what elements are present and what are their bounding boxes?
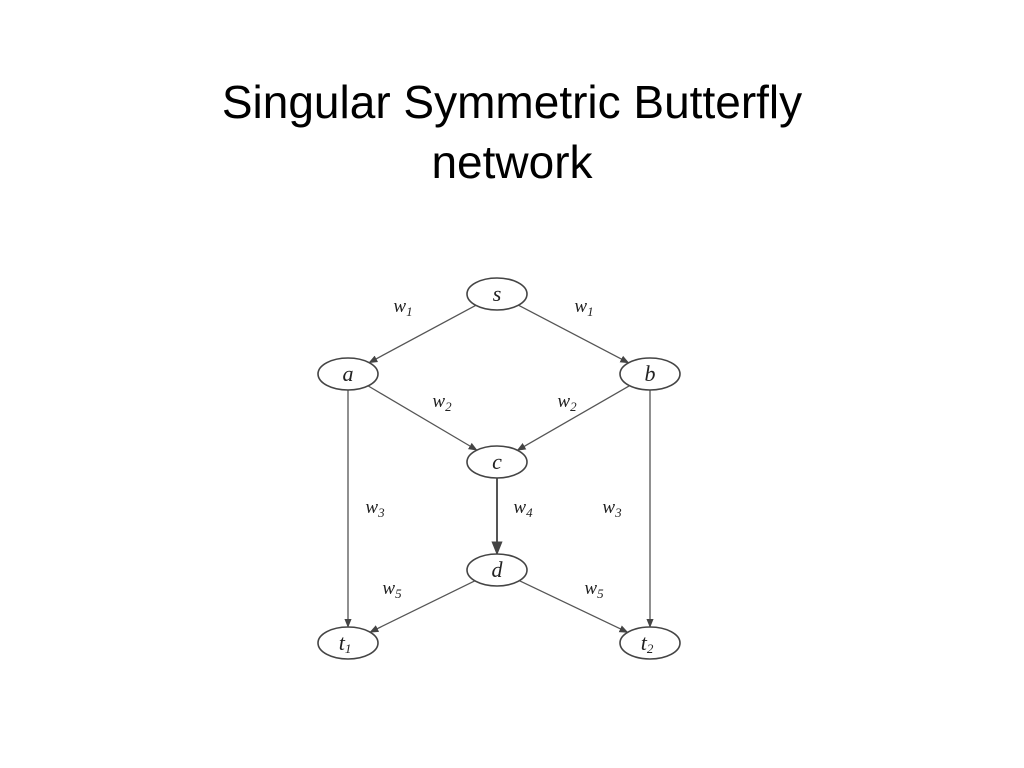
title-line-1: Singular Symmetric Butterfly [221, 76, 803, 128]
edge-s-b [518, 304, 630, 364]
edge-label-d-t2: w5 [584, 578, 604, 601]
edge-label-s-a: w1 [393, 296, 412, 319]
node-b-label: b [645, 361, 656, 386]
node-s-shape [466, 277, 528, 311]
node-t2-shape [619, 626, 681, 660]
edge-d-t2 [519, 580, 629, 633]
butterfly-network-diagram: s a b c d t1 t2 w1 w1 w2 w2 w3 w3 w4 w5 w5 [317, 277, 681, 660]
node-c: c [466, 445, 528, 479]
edge-b-c [516, 385, 630, 451]
node-a-shape [317, 357, 379, 391]
node-b: b [619, 357, 681, 391]
node-c-shape [466, 445, 528, 479]
edge-label-b-c: w2 [557, 391, 577, 414]
node-t1: t1 [317, 626, 379, 660]
node-s: s [466, 277, 528, 311]
nodes-layer: s a b c d t1 t2 [317, 277, 681, 660]
node-d-label: d [492, 557, 504, 582]
node-c-label: c [492, 449, 502, 474]
edges-layer [344, 304, 654, 633]
edge-s-a [368, 304, 477, 364]
node-s-label: s [493, 281, 502, 306]
slide-title: Singular Symmetric Butterfly network [0, 72, 1024, 192]
node-a-label: a [343, 361, 354, 386]
edge-label-d-t1: w5 [382, 578, 402, 601]
edge-label-a-t1: w3 [365, 497, 385, 520]
node-t1-shape [317, 626, 379, 660]
node-b-shape [619, 357, 681, 391]
node-d: d [466, 553, 528, 587]
title-line-2: network [431, 136, 593, 188]
node-t2: t2 [619, 626, 681, 660]
edge-d-t1 [369, 580, 476, 633]
edge-label-b-t2: w3 [602, 497, 622, 520]
edge-a-c [367, 385, 478, 451]
edge-label-s-b: w1 [574, 296, 593, 319]
edge-label-a-c: w2 [432, 391, 452, 414]
node-d-shape [466, 553, 528, 587]
node-a: a [317, 357, 379, 391]
edge-label-c-d: w4 [513, 497, 533, 520]
